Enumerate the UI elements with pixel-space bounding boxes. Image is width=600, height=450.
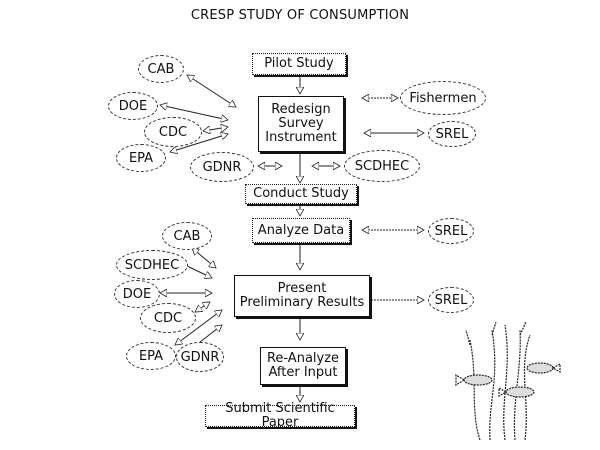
step-label: Redesign Survey Instrument bbox=[265, 102, 337, 145]
connector-cdc bbox=[195, 302, 210, 312]
connector-cdc bbox=[203, 127, 228, 131]
stakeholder-srel: SREL bbox=[428, 287, 474, 313]
step-redesign-survey: Redesign Survey Instrument bbox=[258, 96, 344, 152]
connector-doe bbox=[160, 105, 228, 120]
stakeholder-cab: CAB bbox=[162, 222, 212, 250]
stakeholder-fishermen: Fishermen bbox=[400, 81, 486, 115]
stakeholder-cdc: CDC bbox=[144, 117, 202, 147]
connector-epa bbox=[175, 310, 222, 345]
step-analyze-data: Analyze Data bbox=[252, 218, 350, 243]
stakeholder-epa: EPA bbox=[116, 144, 166, 172]
step-present-results: Present Preliminary Results bbox=[234, 275, 370, 317]
step-conduct-study: Conduct Study bbox=[245, 184, 357, 204]
stakeholder-doe: DOE bbox=[114, 280, 160, 308]
diagram-title: CRESP STUDY OF CONSUMPTION bbox=[190, 8, 410, 23]
stakeholder-doe: DOE bbox=[108, 92, 158, 120]
step-label: Pilot Study bbox=[264, 56, 334, 71]
stakeholder-gdnr: GDNR bbox=[176, 342, 224, 372]
connector-gdnr bbox=[199, 325, 222, 343]
connector-cab bbox=[187, 75, 236, 107]
step-submit-paper: Submit Scientific Paper bbox=[205, 401, 355, 430]
step-label: Analyze Data bbox=[257, 222, 345, 238]
stakeholder-srel: SREL bbox=[428, 121, 476, 147]
step-label: Re-Analyze After Input bbox=[266, 351, 340, 380]
stakeholder-srel: SREL bbox=[428, 218, 474, 244]
connector-epa bbox=[170, 134, 228, 152]
fish-seaweed-illustration bbox=[455, 321, 561, 441]
step-label: Conduct Study bbox=[253, 186, 349, 201]
stakeholder-cdc: CDC bbox=[140, 303, 196, 333]
step-label: Present Preliminary Results bbox=[239, 281, 365, 310]
stakeholder-epa: EPA bbox=[126, 342, 176, 370]
stakeholder-cab: CAB bbox=[138, 55, 184, 83]
connector-cab bbox=[192, 248, 216, 268]
step-pilot-study: Pilot Study bbox=[252, 53, 346, 75]
stakeholder-scdhec: SCDHEC bbox=[344, 150, 420, 182]
step-reanalyze: Re-Analyze After Input bbox=[260, 347, 346, 385]
step-label: Submit Scientific Paper bbox=[225, 401, 335, 430]
stakeholder-gdnr: GDNR bbox=[190, 152, 254, 182]
connector-scdhec bbox=[184, 264, 212, 278]
stakeholder-scdhec: SCDHEC bbox=[116, 250, 188, 280]
